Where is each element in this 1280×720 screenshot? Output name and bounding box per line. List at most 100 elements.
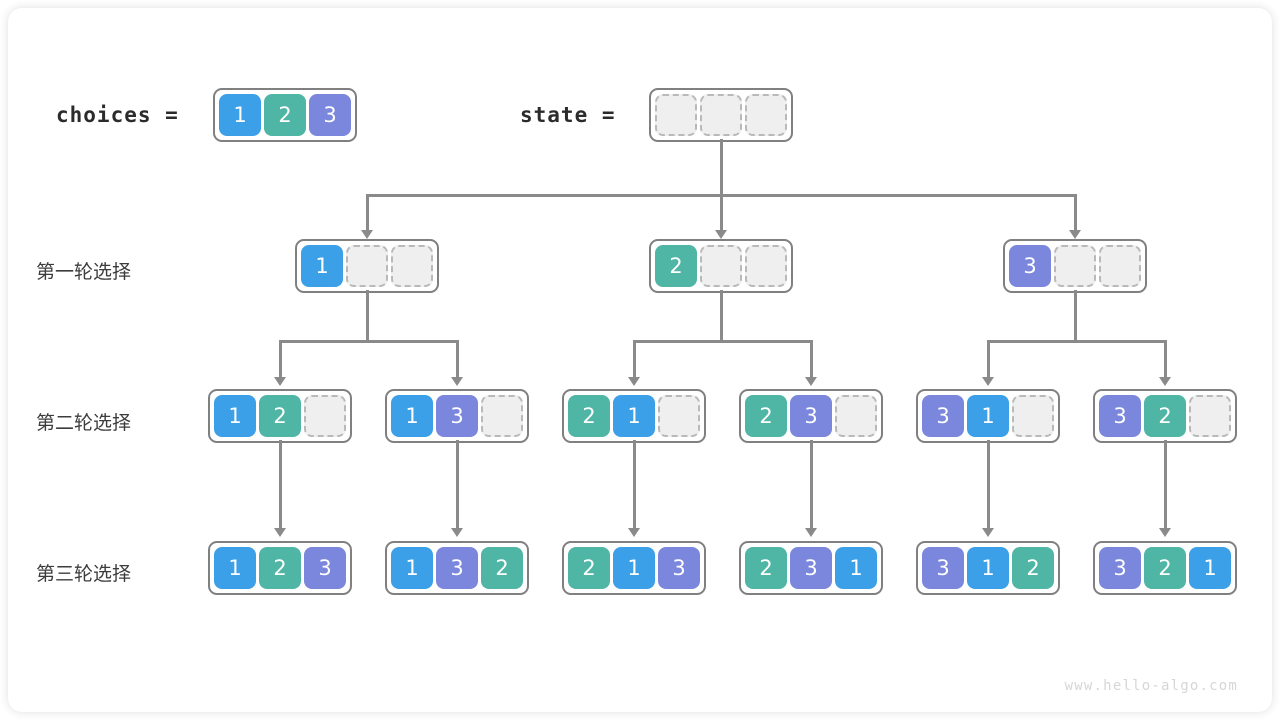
connector-r2-stem-2 (456, 440, 459, 529)
array-cell-filled: 2 (568, 395, 610, 437)
array-cell-filled: 1 (835, 547, 877, 589)
connector-r1-stem-3 (1074, 290, 1077, 340)
connector-r1-drop-3a (987, 340, 990, 378)
round1-node-2: 2 (649, 239, 793, 293)
connector-level1-arrow-1 (361, 230, 373, 239)
array-cell-filled: 2 (745, 395, 787, 437)
connector-r2-stem-4 (810, 440, 813, 529)
connector-r1-drop-3b (1164, 340, 1167, 378)
array-cell-filled: 1 (1189, 547, 1231, 589)
array-cell-empty (700, 245, 742, 287)
array-cell-filled: 2 (1012, 547, 1054, 589)
choices-label: choices = (56, 103, 179, 127)
array-cell-filled: 2 (745, 547, 787, 589)
array-cell-empty (481, 395, 523, 437)
array-cell-filled: 2 (1144, 395, 1186, 437)
row-label-round-2: 第二轮选择 (36, 412, 132, 434)
array-cell-filled: 1 (301, 245, 343, 287)
connector-r2-arrow-5 (982, 528, 994, 537)
state-array (649, 88, 793, 142)
row-label-round-1: 第一轮选择 (36, 261, 132, 283)
array-cell-filled: 1 (613, 547, 655, 589)
connector-level1-drop-2 (720, 194, 723, 231)
state-label: state = (520, 103, 616, 127)
connector-r1-arrow-2b (805, 377, 817, 386)
array-cell-filled: 3 (922, 395, 964, 437)
array-cell-empty (304, 395, 346, 437)
array-cell-empty (700, 94, 742, 136)
connector-r1-bar-2 (633, 340, 810, 343)
array-cell-empty (391, 245, 433, 287)
connector-r1-arrow-1b (451, 377, 463, 386)
array-cell-filled: 3 (790, 395, 832, 437)
connector-r1-stem-1 (366, 290, 369, 340)
array-cell-empty (745, 94, 787, 136)
array-cell-filled: 2 (259, 395, 301, 437)
connector-r1-arrow-2a (628, 377, 640, 386)
connector-r1-arrow-1a (274, 377, 286, 386)
array-cell-filled: 2 (568, 547, 610, 589)
array-cell-filled: 3 (790, 547, 832, 589)
array-cell-filled: 3 (436, 395, 478, 437)
connector-r2-arrow-6 (1159, 528, 1171, 537)
array-cell-empty (1012, 395, 1054, 437)
connector-r1-bar-1 (279, 340, 456, 343)
connector-r1-arrow-3b (1159, 377, 1171, 386)
connector-r1-drop-2a (633, 340, 636, 378)
array-cell-empty (1189, 395, 1231, 437)
connector-r2-arrow-3 (628, 528, 640, 537)
array-cell-empty (1054, 245, 1096, 287)
array-cell-filled: 2 (1144, 547, 1186, 589)
connector-r2-stem-6 (1164, 440, 1167, 529)
connector-state-stem (720, 139, 723, 194)
array-cell-filled: 2 (481, 547, 523, 589)
connector-r1-drop-1b (456, 340, 459, 378)
connector-r1-bar-3 (987, 340, 1164, 343)
array-cell-filled: 3 (309, 94, 351, 136)
array-cell-empty (658, 395, 700, 437)
row-label-round-3: 第三轮选择 (36, 563, 132, 585)
array-cell-filled: 1 (613, 395, 655, 437)
array-cell-empty (1099, 245, 1141, 287)
array-cell-filled: 1 (214, 547, 256, 589)
connector-level1-arrow-2 (715, 230, 727, 239)
connector-level1-drop-3 (1074, 194, 1077, 231)
connector-level1-drop-1 (366, 194, 369, 231)
connector-r1-drop-2b (810, 340, 813, 378)
connector-r2-arrow-1 (274, 528, 286, 537)
array-cell-filled: 1 (391, 395, 433, 437)
array-cell-filled: 2 (264, 94, 306, 136)
array-cell-filled: 3 (1099, 395, 1141, 437)
round1-node-3: 3 (1003, 239, 1147, 293)
array-cell-filled: 3 (436, 547, 478, 589)
array-cell-empty (835, 395, 877, 437)
array-cell-filled: 1 (219, 94, 261, 136)
round1-node-1: 1 (295, 239, 439, 293)
array-cell-filled: 3 (304, 547, 346, 589)
connector-level1-arrow-3 (1069, 230, 1081, 239)
watermark: www.hello-algo.com (1064, 678, 1238, 694)
array-cell-filled: 3 (1009, 245, 1051, 287)
array-cell-filled: 1 (214, 395, 256, 437)
connector-r2-arrow-2 (451, 528, 463, 537)
connector-r2-stem-5 (987, 440, 990, 529)
array-cell-filled: 1 (391, 547, 433, 589)
connector-r2-stem-1 (279, 440, 282, 529)
array-cell-empty (346, 245, 388, 287)
array-cell-filled: 2 (259, 547, 301, 589)
